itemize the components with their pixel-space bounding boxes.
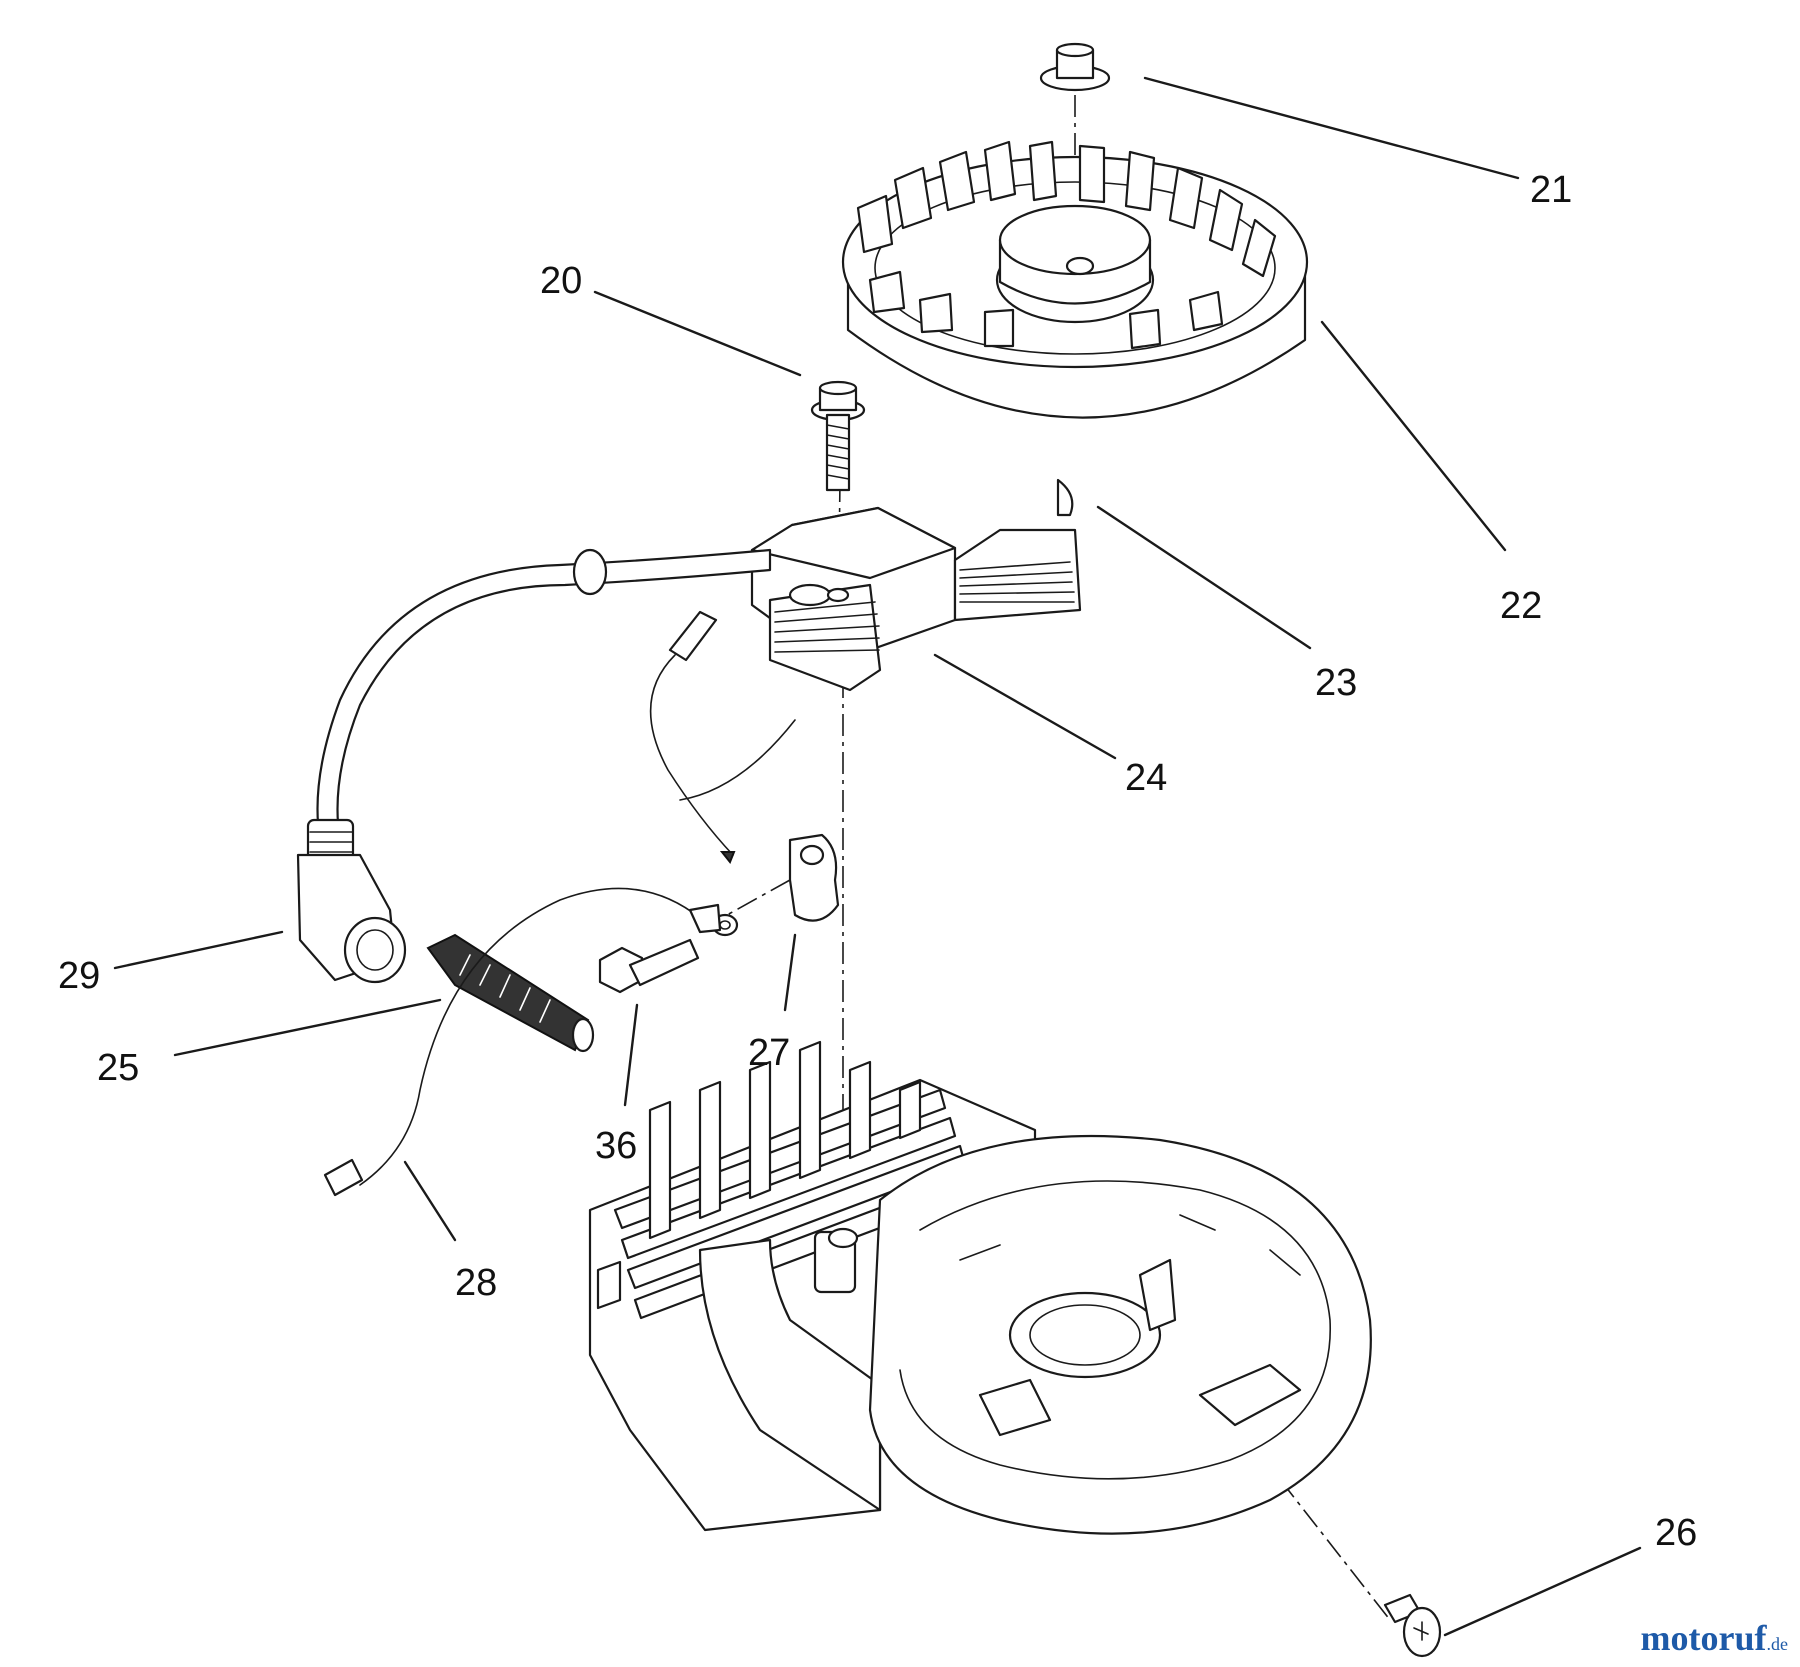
callout-21: 21 — [1530, 169, 1572, 211]
spark-plug-wire — [316, 548, 772, 842]
leader-20 — [593, 290, 802, 377]
ground-wire — [323, 887, 722, 1197]
ignition-module-bolt — [810, 380, 866, 492]
leader-27 — [783, 933, 797, 1012]
callout-24: 24 — [1125, 757, 1167, 799]
callout-labels: 20 21 22 23 24 25 26 27 28 29 36 — [58, 169, 1697, 1554]
flywheel-key — [1056, 478, 1074, 517]
callout-20: 20 — [540, 260, 582, 302]
leader-25 — [173, 998, 442, 1057]
callout-26: 26 — [1655, 1512, 1697, 1554]
leader-29 — [113, 930, 284, 970]
leader-36 — [623, 1003, 639, 1107]
callout-36: 36 — [595, 1125, 637, 1167]
watermark-brand: motoruf — [1640, 1618, 1767, 1658]
callout-27: 27 — [748, 1032, 790, 1074]
callout-28: 28 — [455, 1262, 497, 1304]
callout-25: 25 — [97, 1047, 139, 1089]
leader-23 — [1096, 505, 1312, 650]
watermark-tld: .de — [1766, 1634, 1789, 1654]
callout-leader-lines — [113, 76, 1642, 1637]
module-ground-lead — [649, 610, 796, 864]
watermark-logo: motoruf.de — [1641, 1617, 1788, 1659]
leader-22 — [1320, 320, 1507, 552]
callout-29: 29 — [58, 955, 100, 997]
flywheel-nut — [1039, 42, 1111, 92]
leader-24 — [933, 653, 1117, 760]
wire-clamp — [788, 833, 840, 922]
flywheel — [841, 140, 1309, 419]
leader-21 — [1143, 76, 1520, 180]
spark-plug-boot — [296, 818, 407, 984]
crankcase-housing — [868, 1134, 1372, 1535]
callout-23: 23 — [1315, 662, 1357, 704]
flywheel-fins — [856, 140, 1277, 350]
callout-22: 22 — [1500, 585, 1542, 627]
leader-26 — [1443, 1546, 1642, 1637]
ignition-module — [750, 506, 1082, 692]
spark-plug — [426, 933, 595, 1053]
leader-28 — [403, 1160, 457, 1242]
housing-screw — [1383, 1593, 1442, 1658]
